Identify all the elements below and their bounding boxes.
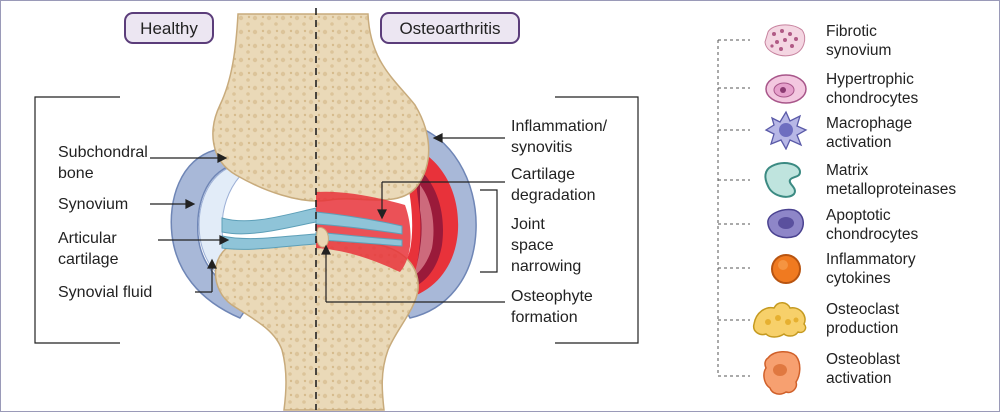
cytokine-icon bbox=[771, 254, 801, 284]
label-synovial-fluid: Synovial fluid bbox=[58, 284, 153, 301]
label-subchondral-bone: Subchondral bone bbox=[58, 144, 148, 182]
legend-label-fibrotic-synovium: Fibrotic synovium bbox=[826, 23, 892, 59]
legend-label-apoptotic-chondrocytes: Apoptotic chondrocytes bbox=[826, 207, 919, 243]
osteoblast-icon bbox=[763, 351, 801, 395]
mmp-icon bbox=[764, 162, 802, 198]
legend-label-hypertrophic-chondrocytes: Hypertrophic chondrocytes bbox=[826, 71, 919, 107]
narrowing-bracket bbox=[480, 189, 498, 273]
macrophage-icon bbox=[764, 110, 808, 150]
label-synovium: Synovium bbox=[58, 196, 129, 213]
synovium-capsule-left bbox=[170, 149, 254, 319]
label-osteophyte-formation: Osteophyte formation bbox=[511, 288, 593, 326]
healthy-panel-label: Healthy bbox=[124, 12, 214, 44]
legend-label-macrophage-activation: Macrophage activation bbox=[826, 115, 913, 151]
left-bracket bbox=[34, 96, 120, 344]
osteoclast-icon bbox=[752, 302, 807, 338]
label-inflammation-synovitis: Inflammation/ synovitis bbox=[511, 118, 608, 156]
hypertrophic-chondrocyte-icon bbox=[765, 74, 807, 104]
apoptotic-chondrocyte-icon bbox=[767, 208, 804, 239]
articular-cartilage-left bbox=[221, 207, 317, 235]
legend-label-osteoclast-production: Osteoclast production bbox=[826, 301, 900, 337]
right-bracket bbox=[555, 96, 639, 344]
legend-label-osteoblast-activation: Osteoblast activation bbox=[826, 351, 901, 387]
fibrotic-synovium-icon bbox=[764, 24, 806, 57]
label-cartilage-degradation: Cartilage degradation bbox=[511, 166, 596, 204]
osteoarthritis-panel-label: Osteoarthritis bbox=[380, 12, 520, 44]
degraded-cartilage-red-zone bbox=[316, 191, 411, 272]
label-joint-space-narrowing: Joint space narrowing bbox=[511, 216, 582, 275]
legend-label-inflammatory-cytokines: Inflammatory cytokines bbox=[826, 251, 916, 287]
label-articular-cartilage: Articular cartilage bbox=[58, 230, 119, 268]
legend-label-matrix-metalloproteinases: Matrix metalloproteinases bbox=[826, 162, 957, 198]
